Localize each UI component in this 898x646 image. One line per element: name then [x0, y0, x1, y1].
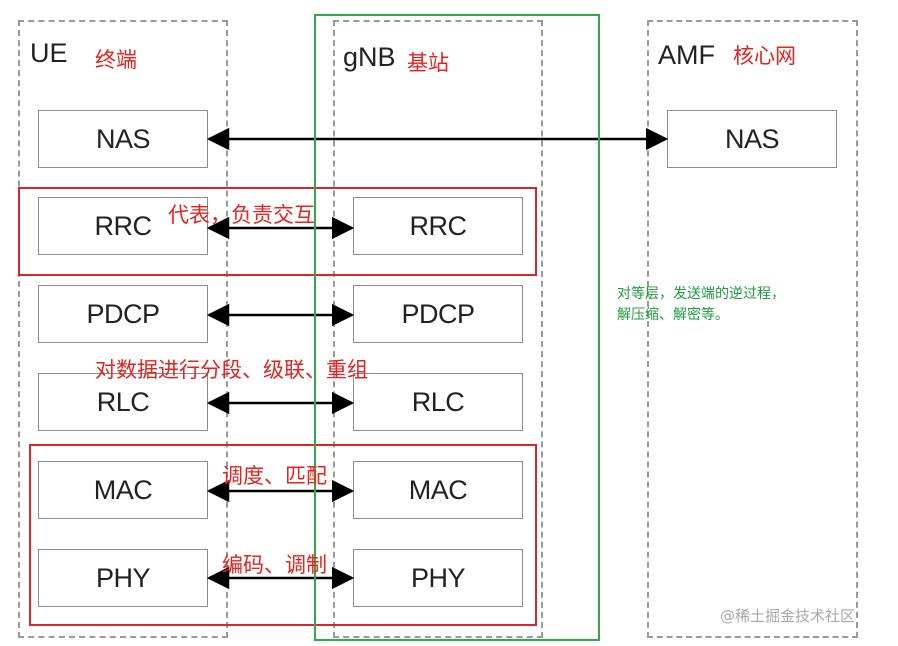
rlc-annotation: 对数据进行分段、级联、重组 — [95, 358, 368, 382]
amf-column-title: AMF — [658, 40, 715, 70]
gnb-column — [333, 20, 543, 638]
mac-annotation: 调度、匹配 — [222, 464, 327, 488]
ue-mac-box: MAC — [38, 461, 208, 519]
gnb-column-title: gNB — [343, 42, 396, 72]
amf-nas-box: NAS — [667, 110, 837, 168]
gnb-rlc-box: RLC — [353, 373, 523, 431]
ue-pdcp-box: PDCP — [38, 285, 208, 343]
mac-phy-highlight-frame — [29, 444, 537, 626]
amf-column — [647, 20, 858, 638]
gnb-mac-box: MAC — [353, 461, 523, 519]
watermark: @稀土掘金技术社区 — [720, 607, 856, 625]
amf-column-note: 核心网 — [733, 44, 796, 68]
ue-column-title: UE — [30, 38, 68, 68]
peer-annotation-line-2: 解压缩、解密等。 — [617, 307, 729, 323]
rrc-highlight-frame — [18, 187, 537, 276]
ue-nas-box: NAS — [38, 110, 208, 168]
ue-phy-box: PHY — [38, 549, 208, 607]
gnb-peer-highlight-frame — [314, 14, 600, 641]
phy-annotation: 编码、调制 — [222, 553, 327, 577]
gnb-phy-box: PHY — [353, 549, 523, 607]
peer-annotation-line-1: 对等层，发送端的逆过程， — [617, 286, 785, 302]
rrc-annotation: 代表，负责交互 — [168, 203, 315, 227]
ue-rrc-box: RRC — [38, 197, 208, 255]
gnb-column-note: 基站 — [407, 51, 449, 75]
gnb-pdcp-box: PDCP — [353, 285, 523, 343]
ue-column — [18, 20, 228, 638]
ue-column-note: 终端 — [95, 48, 137, 72]
ue-rlc-box: RLC — [38, 373, 208, 431]
